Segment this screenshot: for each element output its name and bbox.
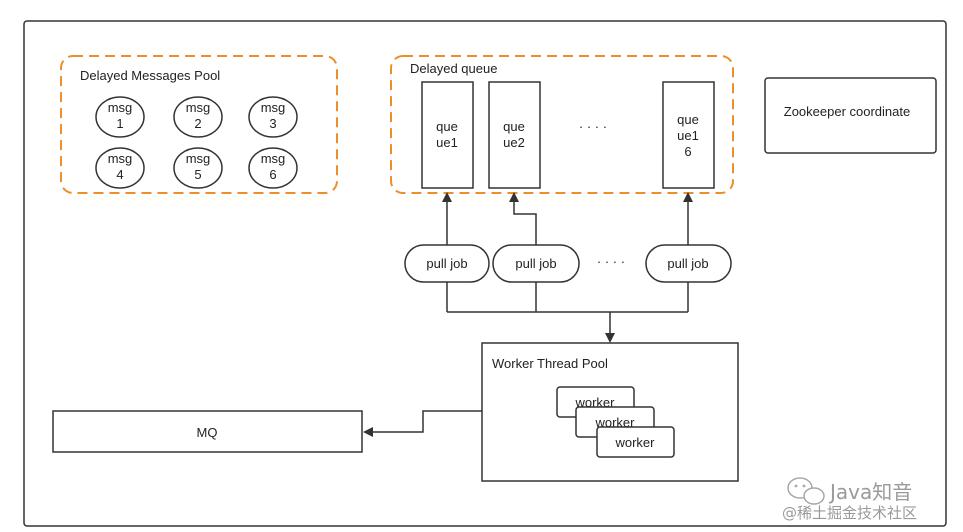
queue-label-line: ue1 xyxy=(436,135,458,150)
message-number: 4 xyxy=(116,167,123,182)
queue-label-line: que xyxy=(503,119,525,134)
message-label: msg xyxy=(261,151,286,166)
message-msg-3: msg 3 xyxy=(248,96,298,138)
zookeeper-label: Zookeeper coordinate xyxy=(784,104,910,119)
queue-ellipsis: · · · · xyxy=(579,119,607,134)
queue-group-border xyxy=(390,55,734,194)
queue-16: que ue1 6 xyxy=(662,81,715,189)
message-msg-2: msg 2 xyxy=(173,96,223,138)
message-msg-5: msg 5 xyxy=(173,147,223,189)
queue-label-line: que xyxy=(436,119,458,134)
watermark-source: @稀土掘金技术社区 xyxy=(782,504,917,522)
worker-3: worker xyxy=(596,426,675,458)
mq-label: MQ xyxy=(197,425,218,440)
message-msg-1: msg 1 xyxy=(95,96,145,138)
pull-job-label: pull job xyxy=(515,256,556,271)
worker-pool-title: Worker Thread Pool xyxy=(492,356,608,371)
queue-label-line: 6 xyxy=(684,144,691,159)
outer-frame xyxy=(23,20,947,527)
queue-1: que ue1 xyxy=(421,81,474,189)
message-label: msg xyxy=(261,100,286,115)
message-msg-6: msg 6 xyxy=(248,147,298,189)
delayed-queue-group: Delayed queue que ue1 que ue2 · · · · qu… xyxy=(390,55,734,194)
queue-2: que ue2 xyxy=(488,81,541,189)
message-number: 2 xyxy=(194,116,201,131)
pull-job-label: pull job xyxy=(426,256,467,271)
message-number: 3 xyxy=(269,116,276,131)
pull-job-2: pull job xyxy=(492,244,580,283)
message-number: 1 xyxy=(116,116,123,131)
message-label: msg xyxy=(186,151,211,166)
message-label: msg xyxy=(186,100,211,115)
worker-thread-pool: Worker Thread Pool worker worker worker xyxy=(481,342,739,482)
pull-job-1: pull job xyxy=(404,244,490,283)
pool-border xyxy=(60,55,338,194)
watermark: Java知音 @稀土掘金技术社区 xyxy=(782,477,917,522)
message-label: msg xyxy=(108,100,133,115)
message-msg-4: msg 4 xyxy=(95,147,145,189)
arrow-worker-to-mq xyxy=(363,410,482,437)
pull-job-label: pull job xyxy=(667,256,708,271)
watermark-brand: Java知音 xyxy=(828,480,912,504)
zookeeper-box: Zookeeper coordinate xyxy=(764,77,937,154)
mq-box: MQ xyxy=(52,410,363,453)
delayed-messages-pool: Delayed Messages Pool msg 1 msg 2 msg 3 … xyxy=(60,55,338,194)
arrow-job2-to-queue2 xyxy=(509,192,537,245)
queue-label-line: que xyxy=(677,112,699,127)
worker-label: worker xyxy=(614,435,655,450)
message-number: 5 xyxy=(194,167,201,182)
pull-job-ellipsis: · · · · xyxy=(597,254,625,269)
message-number: 6 xyxy=(269,167,276,182)
queue-label-line: ue2 xyxy=(503,135,525,150)
queue-label-line: ue1 xyxy=(677,128,699,143)
wechat-icon xyxy=(787,477,825,505)
jobs-to-worker-bus xyxy=(446,282,689,343)
queue-group-title: Delayed queue xyxy=(410,61,497,76)
pull-job-3: pull job xyxy=(645,244,732,283)
pool-title: Delayed Messages Pool xyxy=(80,68,220,83)
message-label: msg xyxy=(108,151,133,166)
